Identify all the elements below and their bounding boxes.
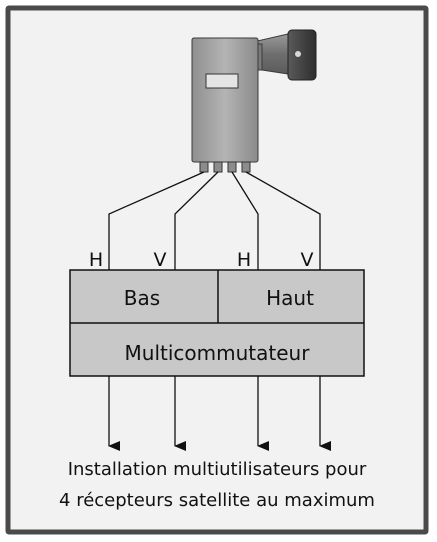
lnb-cables: [108, 171, 321, 270]
cable-v-high: [245, 171, 321, 270]
high-band-label: Haut: [266, 286, 314, 310]
port-label-v-low: V: [154, 249, 167, 271]
port-label-h-low: H: [89, 249, 103, 271]
low-band-label: Bas: [124, 286, 160, 310]
cable-h-high: [231, 171, 259, 270]
caption-line-2: 4 récepteurs satellite au maximum: [59, 490, 375, 511]
multiswitch-box: [69, 269, 365, 377]
caption-line-1: Installation multiutilisateurs pour: [68, 459, 367, 480]
port-label-v-high: V: [301, 249, 314, 271]
multiswitch-title: Multicommutateur: [125, 341, 311, 365]
lnb-icon: [191, 29, 317, 173]
output-arrows: [108, 376, 331, 451]
port-label-h-high: H: [237, 249, 251, 271]
cable-h-low: [108, 171, 205, 270]
cable-v-low: [174, 171, 219, 270]
